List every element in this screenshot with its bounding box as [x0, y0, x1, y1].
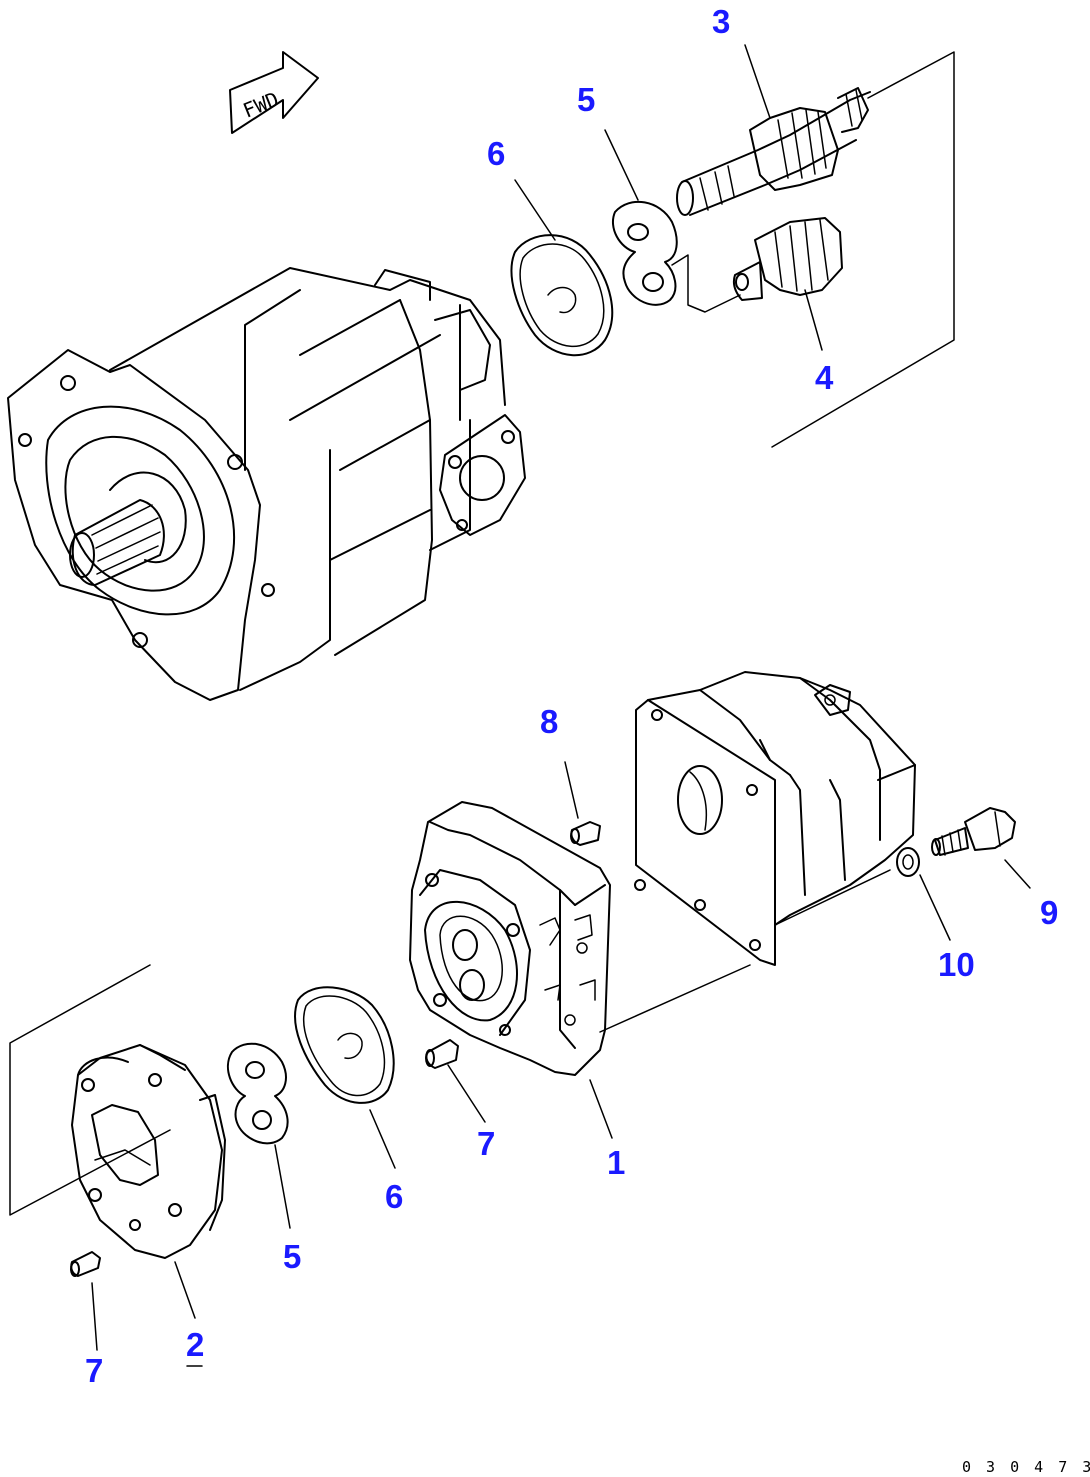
- drive-gear-shaft: [676, 87, 871, 216]
- callout-10: 10: [938, 946, 975, 983]
- callout-9: 9: [1040, 894, 1058, 931]
- pin-7-bottom: [70, 1251, 101, 1277]
- callout-7-bottom: 7: [85, 1352, 103, 1389]
- bracket-connector-1: [599, 964, 751, 1033]
- lower-pump-body: [634, 671, 916, 966]
- leader-lines: [91, 44, 1031, 1367]
- callout-7-mid: 7: [477, 1125, 495, 1162]
- callout-8: 8: [540, 703, 558, 740]
- callout-1: 1: [607, 1144, 625, 1181]
- fwd-text: FWD: [240, 87, 282, 123]
- callout-2: 2: [186, 1326, 204, 1363]
- seal-plate-bottom: [226, 1042, 289, 1145]
- gear-connector-line: [671, 254, 741, 313]
- washer-10: [896, 847, 920, 877]
- bracket-connector-2: [774, 869, 891, 926]
- front-cover: [71, 1044, 226, 1259]
- fwd-arrow: FWD: [229, 51, 319, 134]
- bolt-9: [931, 807, 1016, 856]
- main-pump-assembly: [7, 267, 526, 701]
- gear-case: [409, 801, 611, 1076]
- callout-5-top: 5: [577, 81, 595, 118]
- callout-3: 3: [712, 3, 730, 40]
- callout-6-top: 6: [487, 135, 505, 172]
- drawing-code: 0 3 0 4 7 3 0 1: [962, 1458, 1090, 1476]
- gasket-bottom: [294, 986, 395, 1104]
- upper-group-bracket: [771, 51, 955, 448]
- bushing-8: [570, 821, 601, 846]
- callout-4: 4: [815, 359, 834, 396]
- seal-plate-top: [612, 200, 678, 306]
- callout-6-bottom: 6: [385, 1178, 403, 1215]
- bushing-7-mid: [425, 1039, 459, 1069]
- callout-numbers: 3 5 6 4 8 9 10 1 7 6 5 2 7: [85, 3, 1058, 1389]
- gasket-top: [510, 234, 614, 357]
- driven-gear: [732, 217, 843, 301]
- lower-group-bracket: [9, 964, 171, 1216]
- callout-5-bottom: 5: [283, 1238, 301, 1275]
